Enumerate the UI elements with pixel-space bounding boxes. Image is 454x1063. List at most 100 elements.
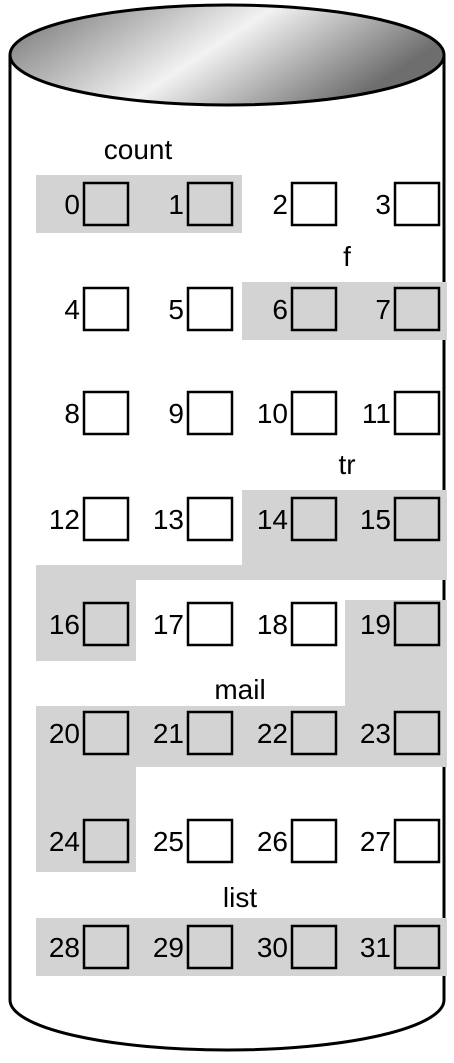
block-number: 16 (49, 609, 80, 640)
block-box (84, 392, 128, 434)
block-box (84, 498, 128, 540)
block-number: 3 (375, 189, 391, 220)
block-box (188, 392, 232, 434)
disk-block: 26 (257, 820, 336, 862)
block-number: 30 (257, 932, 288, 963)
block-box (84, 712, 128, 754)
disk-block: 5 (168, 288, 232, 330)
block-number: 9 (168, 398, 184, 429)
disk-block: 19 (360, 603, 439, 645)
block-number: 22 (257, 718, 288, 749)
block-box (395, 392, 439, 434)
block-box (84, 603, 128, 645)
block-box (395, 712, 439, 754)
block-number: 24 (49, 826, 80, 857)
disk-block: 1 (168, 183, 232, 225)
disk-block: 10 (257, 392, 336, 434)
block-number: 25 (153, 826, 184, 857)
block-box (395, 498, 439, 540)
disk-block: 22 (257, 712, 336, 754)
block-box (188, 603, 232, 645)
block-number: 13 (153, 504, 184, 535)
disk-block: 31 (360, 926, 439, 968)
block-box (292, 498, 336, 540)
file-label-f: f (343, 241, 351, 272)
block-number: 23 (360, 718, 391, 749)
block-number: 31 (360, 932, 391, 963)
disk-block: 9 (168, 392, 232, 434)
block-box (292, 712, 336, 754)
file-label-tr: tr (338, 449, 355, 480)
block-box (188, 712, 232, 754)
block-number: 7 (375, 294, 391, 325)
disk-block: 24 (49, 820, 128, 862)
block-number: 14 (257, 504, 288, 535)
block-number: 6 (272, 294, 288, 325)
block-number: 28 (49, 932, 80, 963)
disk-block: 13 (153, 498, 232, 540)
block-box (188, 498, 232, 540)
block-number: 11 (362, 398, 391, 429)
block-box (395, 603, 439, 645)
disk-top (10, 5, 444, 105)
block-box (395, 288, 439, 330)
block-number: 18 (257, 609, 288, 640)
block-box (292, 820, 336, 862)
block-number: 10 (257, 398, 288, 429)
block-number: 4 (64, 294, 80, 325)
disk-block: 2 (272, 183, 336, 225)
block-number: 12 (49, 504, 80, 535)
block-box (188, 926, 232, 968)
disk-block: 28 (49, 926, 128, 968)
block-number: 19 (360, 609, 391, 640)
block-box (292, 926, 336, 968)
block-box (188, 820, 232, 862)
disk-block: 21 (153, 712, 232, 754)
block-number: 0 (64, 189, 80, 220)
block-number: 1 (168, 189, 184, 220)
block-number: 27 (360, 826, 391, 857)
block-box (188, 183, 232, 225)
disk-block: 7 (375, 288, 439, 330)
disk-block: 8 (64, 392, 128, 434)
block-box (395, 926, 439, 968)
block-box (292, 183, 336, 225)
disk-block: 15 (360, 498, 439, 540)
block-box (84, 288, 128, 330)
block-number: 2 (272, 189, 288, 220)
block-box (292, 288, 336, 330)
disk-block: 18 (257, 603, 336, 645)
block-box (84, 183, 128, 225)
disk-block: 17 (153, 603, 232, 645)
block-number: 8 (64, 398, 80, 429)
block-box (292, 392, 336, 434)
block-box (395, 820, 439, 862)
file-label-count: count (104, 134, 173, 165)
block-box (292, 603, 336, 645)
disk-block: 6 (272, 288, 336, 330)
block-number: 26 (257, 826, 288, 857)
block-number: 5 (168, 294, 184, 325)
block-number: 15 (360, 504, 391, 535)
disk-block: 16 (49, 603, 128, 645)
disk-block: 27 (360, 820, 439, 862)
block-box (84, 820, 128, 862)
file-label-list: list (223, 882, 257, 913)
disk-block: 23 (360, 712, 439, 754)
disk-block: 29 (153, 926, 232, 968)
block-number: 29 (153, 932, 184, 963)
block-box (84, 926, 128, 968)
block-box (188, 288, 232, 330)
disk-block: 12 (49, 498, 128, 540)
block-box (395, 183, 439, 225)
block-number: 20 (49, 718, 80, 749)
block-number: 21 (153, 718, 184, 749)
block-number: 17 (153, 609, 184, 640)
disk-block: 4 (64, 288, 128, 330)
disk-block: 30 (257, 926, 336, 968)
disk-block: 3 (375, 183, 439, 225)
disk-block: 14 (257, 498, 336, 540)
disk-block: 11 (362, 392, 439, 434)
